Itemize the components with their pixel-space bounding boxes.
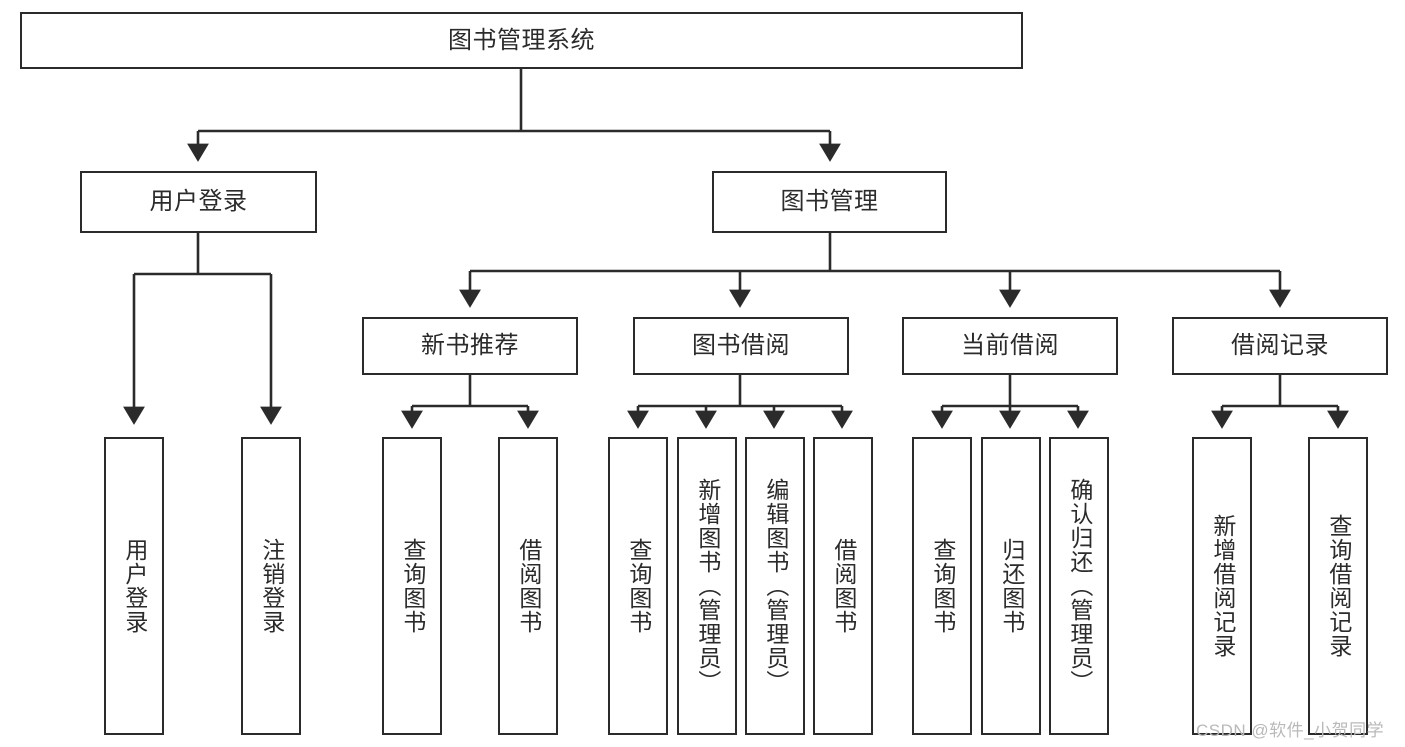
leaf-book-borrow-borrow[interactable]: 借阅图书 [813,437,873,735]
leaf-current-borrow-confirm-return[interactable]: 确认归还（管理员） [1049,437,1109,735]
leaf-book-borrow-query[interactable]: 查询图书 [608,437,668,735]
csdn-watermark: CSDN @软件_小贺同学 [1196,721,1385,740]
node-label: 图书借阅 [692,332,790,359]
node-label: 编辑图书（管理员） [762,478,789,694]
leaf-borrow-record-query[interactable]: 查询借阅记录 [1308,437,1368,735]
node-label: 新增借阅记录 [1209,514,1236,658]
node-label: 图书管理 [780,188,879,215]
node-label: 新书推荐 [421,332,519,359]
node-label: 查询图书 [929,538,956,634]
leaf-borrow-record-add[interactable]: 新增借阅记录 [1192,437,1252,735]
node-label: 借阅记录 [1231,332,1329,359]
node-label: 当前借阅 [961,332,1059,359]
leaf-current-borrow-return[interactable]: 归还图书 [981,437,1041,735]
leaf-user-login-login[interactable]: 用户登录 [104,437,164,735]
leaf-current-borrow-query[interactable]: 查询图书 [912,437,972,735]
node-user-login[interactable]: 用户登录 [80,171,317,233]
node-label: 借阅图书 [515,538,542,634]
node-label: 新增图书（管理员） [694,478,721,694]
node-book-management[interactable]: 图书管理 [712,171,947,233]
node-current-borrow[interactable]: 当前借阅 [902,317,1118,375]
node-label: 用户登录 [121,538,148,634]
node-label: 借阅图书 [830,538,857,634]
leaf-new-book-query[interactable]: 查询图书 [382,437,442,735]
node-root-book-management-system[interactable]: 图书管理系统 [20,12,1023,69]
node-book-borrow[interactable]: 图书借阅 [633,317,849,375]
node-label: 查询借阅记录 [1325,514,1352,658]
node-label: 用户登录 [149,188,248,215]
node-new-book-recommend[interactable]: 新书推荐 [362,317,578,375]
node-label: 归还图书 [998,538,1025,634]
leaf-new-book-borrow[interactable]: 借阅图书 [498,437,558,735]
node-label: 注销登录 [258,538,285,634]
node-label: 确认归还（管理员） [1066,478,1093,694]
node-borrow-record[interactable]: 借阅记录 [1172,317,1388,375]
node-label: 查询图书 [625,538,652,634]
node-label: 查询图书 [399,538,426,634]
node-label: 图书管理系统 [448,26,595,54]
leaf-book-borrow-edit[interactable]: 编辑图书（管理员） [745,437,805,735]
leaf-user-login-logout[interactable]: 注销登录 [241,437,301,735]
leaf-book-borrow-add[interactable]: 新增图书（管理员） [677,437,737,735]
